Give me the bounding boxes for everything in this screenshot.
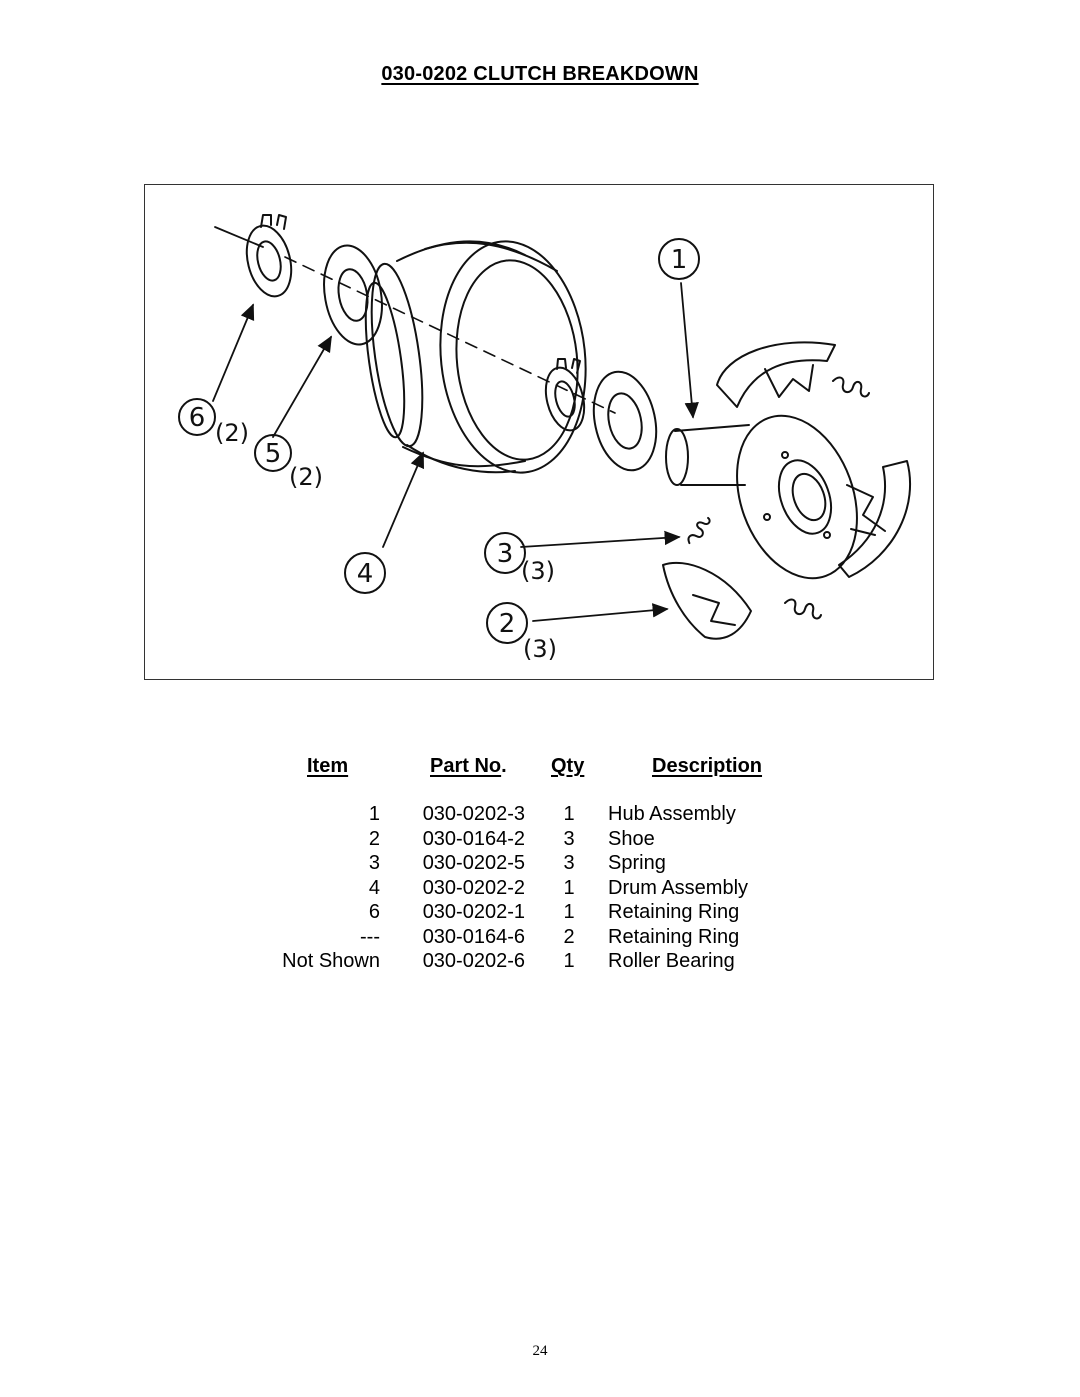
callout-2-qty: (3)	[523, 635, 557, 663]
cell-qty: 1	[563, 876, 575, 899]
cell-description: Hub Assembly	[608, 803, 736, 825]
clutch-shoe-right	[838, 460, 912, 578]
cell-qty: 1	[563, 901, 575, 923]
clutch-exploded-diagram: 1 6 5 4 3 2 (2) (2) (3) (3)	[144, 184, 934, 680]
cell-part-no: 030-0164-6	[422, 925, 525, 948]
header-part-no: Part No.	[430, 755, 507, 777]
callout-4-number: 4	[357, 559, 374, 589]
header-qty: Qty	[551, 755, 585, 777]
cell-item: Not Shown	[282, 950, 380, 972]
cell-description: Spring	[608, 852, 666, 874]
cell-part-no: 030-0202-6	[422, 950, 525, 972]
spring-top	[832, 376, 870, 398]
cell-part-no: 030-0202-5	[422, 852, 525, 874]
callout-4	[344, 552, 386, 594]
clutch-shoe-top	[716, 341, 836, 408]
hub-assembly	[665, 414, 858, 580]
cell-qty: 3	[563, 852, 575, 874]
callout-5	[254, 434, 292, 472]
table-row: --- 030-0164-6 2 Retaining Ring	[0, 926, 1080, 951]
callout-5-qty: (2)	[289, 463, 323, 491]
callout-3-qty: (3)	[521, 557, 555, 585]
callout-2	[486, 602, 528, 644]
cell-part-no: 030-0202-1	[422, 901, 525, 923]
cell-item: 1	[368, 803, 380, 825]
leader-arrows	[212, 282, 699, 622]
cell-description: Shoe	[608, 827, 655, 850]
table-row: Not Shown 030-0202-6 1 Roller Bearing	[0, 950, 1080, 975]
washer-middle	[592, 370, 658, 472]
cell-item: 3	[368, 852, 380, 874]
callout-5-number: 5	[265, 439, 282, 469]
header-description: Description	[652, 755, 763, 777]
cell-description: Roller Bearing	[608, 950, 735, 972]
header-item: Item	[307, 755, 349, 777]
cell-description: Retaining Ring	[608, 901, 740, 923]
clutch-shoe-bottom	[662, 561, 752, 640]
retaining-ring-middle	[544, 358, 586, 432]
table-row: 1 030-0202-3 1 Hub Assembly	[0, 803, 1080, 828]
page-title: 030-0202 CLUTCH BREAKDOWN	[381, 63, 699, 85]
spring-bottom	[784, 598, 822, 620]
callout-2-number: 2	[499, 609, 516, 639]
spring-left	[687, 516, 711, 545]
cell-qty: 1	[563, 950, 575, 972]
table-row: 6 030-0202-1 1 Retaining Ring	[0, 901, 1080, 926]
callout-6	[178, 398, 216, 436]
table-row: 2 030-0164-2 3 Shoe	[0, 828, 1080, 853]
cell-item: ---	[360, 925, 380, 948]
retaining-ring-left	[245, 214, 293, 298]
drum-assembly	[364, 240, 587, 474]
cell-description: Drum Assembly	[608, 876, 749, 899]
callout-6-qty: (2)	[215, 419, 249, 447]
parts-table: 1 030-0202-3 1 Hub Assembly 2 030-0164-2…	[0, 803, 1080, 975]
washer-left	[323, 244, 383, 346]
cell-part-no: 030-0164-2	[422, 827, 525, 850]
cell-part-no: 030-0202-3	[422, 803, 525, 825]
cell-qty: 2	[563, 925, 575, 948]
cell-qty: 1	[563, 803, 575, 825]
table-row: 3 030-0202-5 3 Spring	[0, 852, 1080, 877]
cell-description: Retaining Ring	[608, 925, 740, 948]
page-number: 24	[532, 1343, 548, 1359]
callout-3	[484, 532, 526, 574]
cell-part-no: 030-0202-2	[422, 876, 525, 899]
cell-item: 4	[368, 876, 380, 899]
cell-item: 6	[368, 901, 380, 923]
callout-1-number: 1	[671, 245, 688, 275]
shaft-centerline	[214, 226, 616, 414]
cell-item: 2	[368, 827, 380, 850]
callout-1	[658, 238, 700, 280]
callout-6-number: 6	[189, 403, 206, 433]
table-row: 4 030-0202-2 1 Drum Assembly	[0, 877, 1080, 902]
callout-3-number: 3	[497, 539, 514, 569]
cell-qty: 3	[563, 827, 575, 850]
